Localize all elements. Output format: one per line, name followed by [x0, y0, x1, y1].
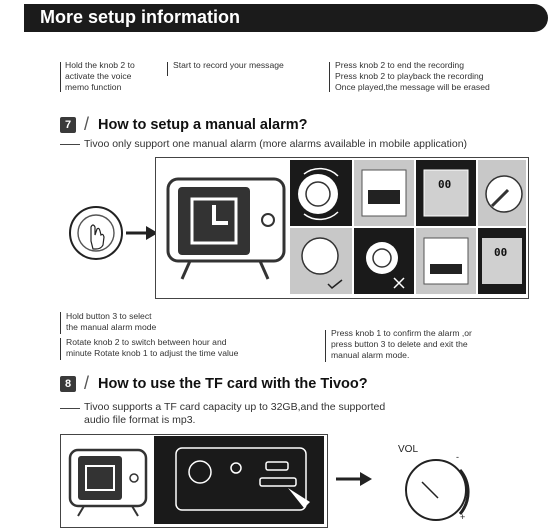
device-back-closeup — [154, 436, 324, 524]
step-tile-rotate — [290, 160, 352, 226]
alarm-note-confirm: Press knob 1 to confirm the alarm ,or pr… — [331, 328, 472, 360]
alarm-note-rotate: Rotate knob 2 to switch between hour and… — [66, 337, 239, 358]
alarm-note-select: Hold button 3 to select the manual alarm… — [66, 311, 157, 332]
note-divider — [325, 330, 326, 362]
section-number-badge: 7 — [60, 117, 76, 133]
dash-line — [60, 408, 80, 409]
dot-matrix-display-icon — [361, 169, 407, 217]
note-divider — [60, 338, 61, 360]
step-tile-confirm-knob — [478, 160, 526, 226]
knob-icon — [485, 175, 523, 213]
step-tile-hour — [354, 160, 414, 226]
memo-note-record: Start to record your message — [173, 60, 284, 70]
volume-knob-icon — [405, 459, 470, 521]
note-divider — [60, 62, 61, 92]
tivoo-device-small-illustration — [68, 448, 148, 517]
memo-note-playback: Press knob 2 to end the recording Press … — [335, 60, 490, 92]
tf-card-slot-icon — [175, 447, 310, 511]
section-title-tf-card: How to use the TF card with the Tivoo? — [98, 376, 368, 392]
volume-plus: + — [460, 512, 466, 522]
section-number-badge: 8 — [60, 376, 76, 392]
dash-line — [60, 144, 80, 145]
section-subtitle-tf-card: Tivoo supports a TF card capacity up to … — [84, 401, 386, 426]
note-divider — [60, 312, 61, 334]
page-title: More setup information — [40, 7, 241, 27]
tivoo-device-illustration — [166, 177, 286, 280]
memo-note-activate: Hold the knob 2 to activate the voice me… — [65, 60, 135, 92]
dot-matrix-display-icon — [423, 169, 469, 217]
volume-label: VOL — [398, 444, 419, 455]
header-bar — [24, 4, 548, 32]
button-press-illustration — [69, 206, 158, 260]
dot-matrix-display-icon — [482, 238, 522, 284]
step-tile-minute: 00 — [416, 160, 476, 226]
step-tile-saved: 00 — [478, 228, 526, 294]
volume-minus: - — [456, 452, 459, 462]
dot-matrix-display-icon — [423, 237, 469, 285]
section-title-alarm: How to setup a manual alarm? — [98, 117, 308, 133]
press-cancel-icon — [366, 242, 405, 289]
step-tile-confirm — [290, 228, 352, 294]
time-digits: 00 — [494, 246, 508, 259]
section-subtitle-alarm: Tivoo only support one manual alarm (mor… — [84, 138, 468, 150]
time-digits: 00 — [438, 178, 452, 191]
slash-divider: / — [84, 114, 90, 134]
arrow-right-icon — [336, 472, 372, 486]
step-tile-display — [416, 228, 476, 294]
step-tile-cancel — [354, 228, 414, 294]
slash-divider: / — [84, 373, 90, 393]
note-divider — [329, 62, 330, 92]
press-confirm-icon — [301, 237, 343, 290]
note-divider — [167, 62, 168, 76]
rotate-knob-icon — [298, 167, 339, 221]
